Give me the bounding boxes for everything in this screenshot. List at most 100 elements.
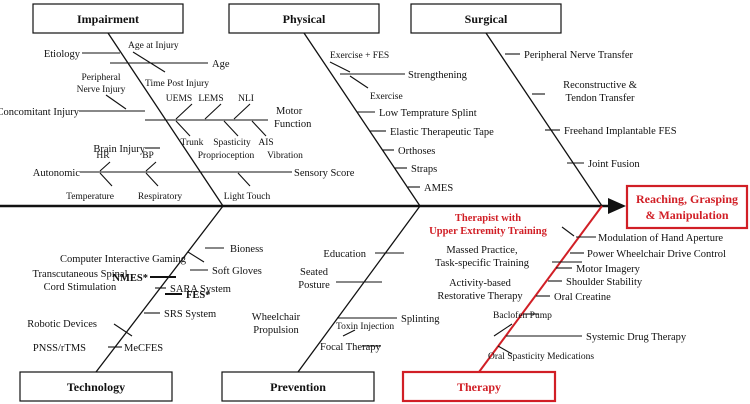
label-proprioception: Proprioception bbox=[198, 151, 255, 161]
label-reconstructive-2: Tendon Transfer bbox=[566, 93, 635, 104]
category-label-physical: Physical bbox=[283, 12, 326, 26]
label-therapist-2: Upper Extremity Training bbox=[429, 226, 547, 237]
technology-labels: Bioness Computer Interactive Gaming Soft… bbox=[27, 244, 263, 354]
label-etiology: Etiology bbox=[44, 49, 81, 60]
label-splinting: Splinting bbox=[401, 314, 440, 325]
label-srs: SRS System bbox=[164, 309, 216, 320]
impairment-branches bbox=[79, 51, 292, 187]
label-toxin: Toxin Injection bbox=[336, 322, 394, 332]
label-systemic: Systemic Drug Therapy bbox=[586, 332, 687, 343]
label-peripheral-nerve-injury-1: Peripheral bbox=[81, 73, 120, 83]
label-nli: NLI bbox=[238, 94, 254, 104]
label-power-wheelchair: Power Wheelchair Drive Control bbox=[587, 249, 726, 260]
label-oral-spasticity: Oral Spasticity Medications bbox=[488, 352, 594, 362]
label-activity-1: Activity-based bbox=[449, 278, 512, 289]
label-tscs-2: Cord Stimulation bbox=[44, 282, 117, 293]
label-activity-2: Restorative Therapy bbox=[437, 291, 523, 302]
label-wheelchair-1: Wheelchair bbox=[252, 312, 301, 323]
label-sensory-score: Sensory Score bbox=[294, 168, 355, 179]
label-baclofen: Baclofen Pump bbox=[493, 310, 552, 321]
label-orthoses: Orthoses bbox=[398, 146, 435, 157]
label-brain-injury: Brain Injury bbox=[93, 144, 145, 155]
label-exercise-fes: Exercise + FES bbox=[330, 51, 389, 61]
bone-prevention bbox=[297, 205, 421, 373]
physical-labels: Exercise + FES Strengthening Exercise Lo… bbox=[330, 51, 494, 194]
label-reconstructive-1: Reconstructive & bbox=[563, 80, 637, 91]
bone-therapy bbox=[478, 205, 603, 373]
category-box-physical: Physical bbox=[228, 3, 380, 34]
label-massed-2: Task-specific Training bbox=[435, 258, 530, 269]
label-strengthening: Strengthening bbox=[408, 70, 468, 81]
label-nmes: NMES* bbox=[112, 273, 148, 284]
label-exercise: Exercise bbox=[370, 92, 403, 102]
label-concomitant-injury: Concomitant Injury bbox=[0, 107, 80, 118]
category-label-surgical: Surgical bbox=[465, 12, 508, 26]
category-label-prevention: Prevention bbox=[270, 380, 326, 394]
impairment-labels: Etiology Age at Injury Age Time Post Inj… bbox=[0, 41, 355, 202]
label-focal: Focal Therapy bbox=[320, 342, 381, 353]
physical-branches bbox=[329, 61, 420, 188]
category-label-technology: Technology bbox=[67, 380, 125, 394]
label-bioness: Bioness bbox=[230, 244, 263, 255]
label-light-touch: Light Touch bbox=[224, 192, 271, 202]
label-elastic-tape: Elastic Therapeutic Tape bbox=[390, 127, 494, 138]
label-low-temp-splint: Low Temprature Splint bbox=[379, 108, 477, 119]
label-trunk: Trunk bbox=[181, 138, 204, 148]
label-sara: SARA System bbox=[170, 284, 231, 295]
head-box: Reaching, Grasping & Manipulation bbox=[625, 184, 749, 230]
label-respiratory: Respiratory bbox=[138, 192, 183, 202]
label-motor-function-1: Motor bbox=[276, 106, 303, 117]
label-peripheral-nerve-transfer: Peripheral Nerve Transfer bbox=[524, 50, 634, 61]
label-soft-gloves: Soft Gloves bbox=[212, 266, 262, 277]
label-computer-gaming: Computer Interactive Gaming bbox=[60, 254, 187, 265]
label-modulation: Modulation of Hand Aperture bbox=[598, 233, 723, 244]
label-creatine: Oral Creatine bbox=[554, 292, 611, 303]
label-vibration: Vibration bbox=[267, 151, 303, 161]
label-spasticity: Spasticity bbox=[213, 138, 251, 148]
label-tscs-1: Transcutaneous Spinal bbox=[33, 269, 128, 280]
label-seated-2: Posture bbox=[298, 280, 330, 291]
prevention-branches bbox=[336, 252, 404, 347]
label-ais: AIS bbox=[258, 138, 273, 148]
category-box-prevention: Prevention bbox=[221, 371, 375, 402]
label-ames: AMES bbox=[424, 183, 453, 194]
therapy-labels: Therapist with Upper Extremity Training … bbox=[429, 213, 726, 362]
technology-branches bbox=[108, 247, 224, 348]
head-line-1: Reaching, Grasping bbox=[636, 192, 738, 206]
label-time-post-injury: Time Post Injury bbox=[145, 79, 209, 89]
category-box-therapy: Therapy bbox=[401, 370, 557, 403]
label-uems: UEMS bbox=[166, 94, 192, 104]
category-box-impairment: Impairment bbox=[32, 3, 184, 34]
label-motor-function-2: Function bbox=[274, 119, 312, 130]
label-massed-1: Massed Practice, bbox=[446, 245, 517, 256]
label-straps: Straps bbox=[411, 164, 437, 175]
label-autonomic: Autonomic bbox=[33, 168, 81, 179]
spine-arrowhead bbox=[608, 198, 626, 214]
label-age: Age bbox=[212, 59, 230, 70]
bone-physical bbox=[303, 32, 421, 207]
label-shoulder: Shoulder Stability bbox=[566, 277, 643, 288]
label-age-at-injury: Age at Injury bbox=[128, 41, 179, 51]
label-seated-1: Seated bbox=[300, 267, 329, 278]
label-motor-imagery: Motor Imagery bbox=[576, 264, 641, 275]
bone-surgical bbox=[485, 32, 603, 207]
label-hr: HR bbox=[96, 151, 110, 161]
label-education: Education bbox=[323, 249, 366, 260]
label-mecfes: MeCFES bbox=[124, 343, 163, 354]
category-box-technology: Technology bbox=[19, 371, 173, 402]
label-peripheral-nerve-injury-2: Nerve Injury bbox=[77, 85, 126, 95]
label-robotic: Robotic Devices bbox=[27, 319, 97, 330]
label-fes: FES* bbox=[186, 290, 211, 301]
label-lems: LEMS bbox=[198, 94, 223, 104]
head-line-2: & Manipulation bbox=[645, 208, 728, 222]
prevention-labels: Education Seated Posture Wheelchair Prop… bbox=[252, 249, 440, 353]
category-label-impairment: Impairment bbox=[77, 12, 139, 26]
label-joint-fusion: Joint Fusion bbox=[588, 159, 640, 170]
label-wheelchair-2: Propulsion bbox=[253, 325, 299, 336]
category-box-surgical: Surgical bbox=[410, 3, 562, 34]
surgical-branches bbox=[505, 53, 584, 164]
surgical-labels: Peripheral Nerve Transfer Reconstructive… bbox=[524, 50, 677, 170]
label-bp: BP bbox=[142, 151, 154, 161]
label-temperature: Temperature bbox=[66, 192, 114, 202]
